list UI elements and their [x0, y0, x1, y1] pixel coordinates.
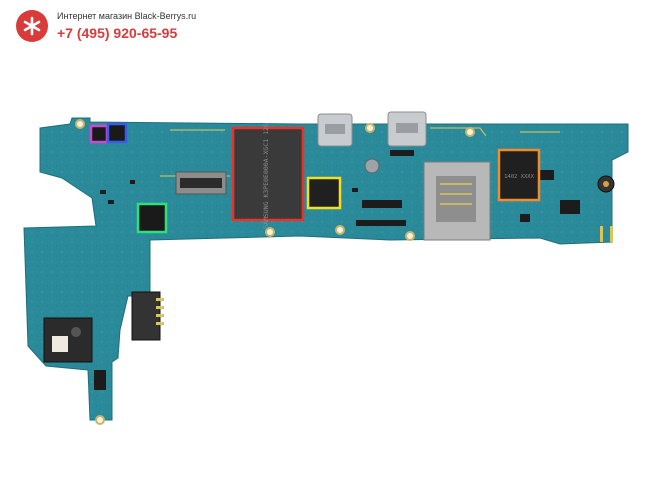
- header-text: Интернет магазин Black-Berrys.ru +7 (495…: [57, 11, 196, 42]
- orange-chip-marking: 1402 XXXX: [504, 174, 534, 180]
- battery-connector: [131, 291, 161, 341]
- chip-orange: 1402 XXXX: [497, 148, 541, 202]
- site-header: Интернет магазин Black-Berrys.ru +7 (495…: [16, 10, 196, 42]
- phone-number[interactable]: +7 (495) 920-65-95: [57, 24, 178, 41]
- shop-name: Интернет магазин Black-Berrys.ru: [57, 10, 197, 21]
- antenna-pins: [600, 226, 613, 242]
- chip-red: SAMSUNG K3PE0E000A-XGC1 126: [231, 123, 305, 229]
- mounting-holes: [75, 119, 475, 425]
- chip-blue: [106, 122, 128, 144]
- chip-purple: [89, 124, 109, 144]
- chip-yellow: [306, 176, 342, 210]
- passive-components: [94, 150, 580, 390]
- red-chip-marking: SAMSUNG K3PE0E000A-XGC1 126: [262, 123, 270, 229]
- chip-green: [136, 202, 168, 234]
- asterisk-logo-icon[interactable]: [16, 10, 48, 42]
